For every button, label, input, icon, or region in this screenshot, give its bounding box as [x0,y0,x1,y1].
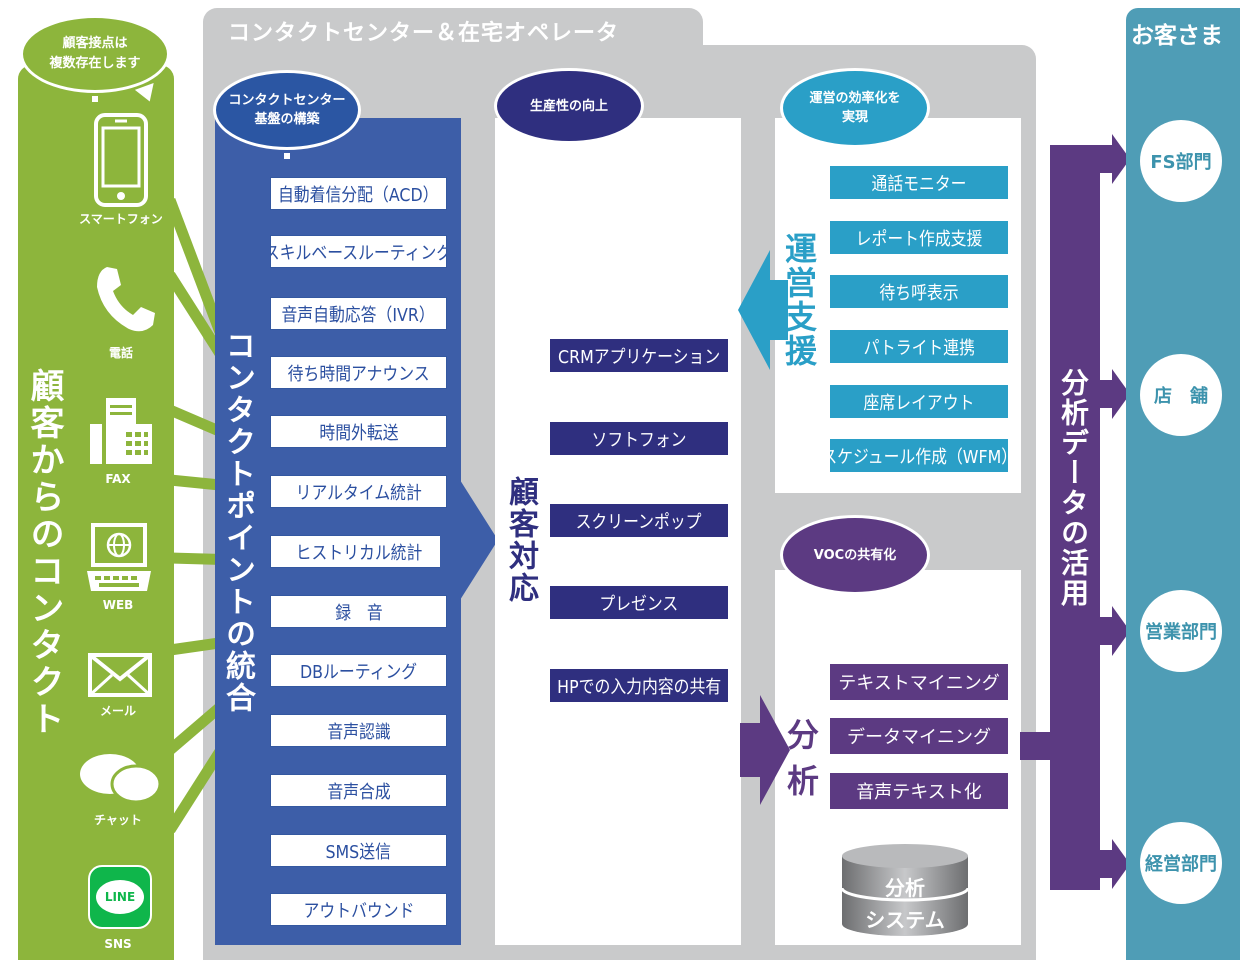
contact-item: 録 音 [270,595,447,628]
contact-item: ヒストリカル統計 [270,535,447,568]
web-icon [87,523,151,591]
dept-management: 経営部門 [1140,822,1222,904]
voc-bubble: VOCの共有化 [780,515,930,604]
channel-label-web: WEB [102,598,134,612]
contact-item: 音声合成 [270,774,447,807]
contact-item: 自動着信分配（ACD） [270,177,447,210]
sns-icon-bubble: LINE [96,880,144,914]
contact-item: 音声自動応答（IVR） [270,297,447,330]
analysis-item: 音声テキスト化 [830,773,1008,809]
contact-item: リアルタイム統計 [270,475,447,508]
contact-item: DBルーティング [270,654,447,687]
smartphone-icon [94,113,148,207]
arrow-left-icon [738,250,788,370]
contact-item: アウトバウンド [270,893,447,926]
arrow-right-icon [440,480,498,600]
contact-item: SMS送信 [270,834,447,867]
data-flow-lines [1020,134,1130,890]
efficiency-bubble: 運営の効率化を 実現 [780,68,930,157]
dept-sales: 営業部門 [1140,590,1222,672]
database-icon [840,844,970,936]
arrow-right-icon [740,695,790,805]
customer-service-title: 顧客対応 [503,476,538,604]
analysis-item: テキストマイニング [830,664,1008,700]
touchpoints-bubble: 顧客接点は 複数存在します [20,15,170,102]
contact-item: 待ち時間アナウンス [270,356,447,389]
service-item: CRMアプリケーション [550,339,728,372]
productivity-bubble: 生産性の向上 [494,68,644,153]
ops-item: 待ち呼表示 [830,275,1008,308]
contact-point-title: コンタクトポイントの統合 [220,330,255,714]
customer-contact-title: 顧客からのコンタクト [24,368,64,738]
channel-label-chat: チャット [94,813,142,827]
customer-contact-column [18,65,174,960]
customers-title: お客さま [1131,23,1223,49]
service-item: スクリーンポップ [550,504,728,537]
data-utilization-title: 分析データの活用 [1057,368,1090,608]
service-item: HPでの入力内容の共有 [550,669,728,702]
contact-item: 時間外転送 [270,415,447,448]
database-label-2: システム [865,908,945,932]
channel-label-phone: 電話 [108,346,133,360]
channel-label-mail: メール [99,704,136,718]
ops-item: 座席レイアウト [830,385,1008,418]
channel-label-smartphone: スマートフォン [79,212,163,226]
service-item: プレゼンス [550,586,728,619]
analysis-item: データマイニング [830,718,1008,754]
chat-icon [80,754,162,804]
fax-icon [90,398,152,464]
database-label-1: 分析 [885,876,925,900]
dept-store: 店 舗 [1140,354,1222,436]
service-item: ソフトフォン [550,422,728,455]
contact-item: スキルベースルーティング [270,235,447,268]
channel-label-sns: SNS [104,937,132,951]
ops-item: 通話モニター [830,166,1008,199]
ops-item: レポート作成支援 [830,221,1008,254]
ops-item: パトライト連携 [830,330,1008,363]
ops-item: スケジュール作成（WFM） [830,439,1008,472]
center-panel-tab [203,8,703,58]
center-panel-title: コンタクトセンター＆在宅オペレータ [228,21,620,46]
dept-fs: FS部門 [1140,120,1222,202]
phone-icon [97,267,155,332]
sns-icon: LINE [88,865,152,929]
mail-icon [88,653,152,697]
operations-title: 運営支援 [780,232,818,368]
analysis-title: 分析 [782,718,820,810]
channel-label-fax: FAX [105,472,131,486]
contact-item: 音声認識 [270,714,447,747]
contact-center-bubble: コンタクトセンター 基盤の構築 [213,70,361,159]
